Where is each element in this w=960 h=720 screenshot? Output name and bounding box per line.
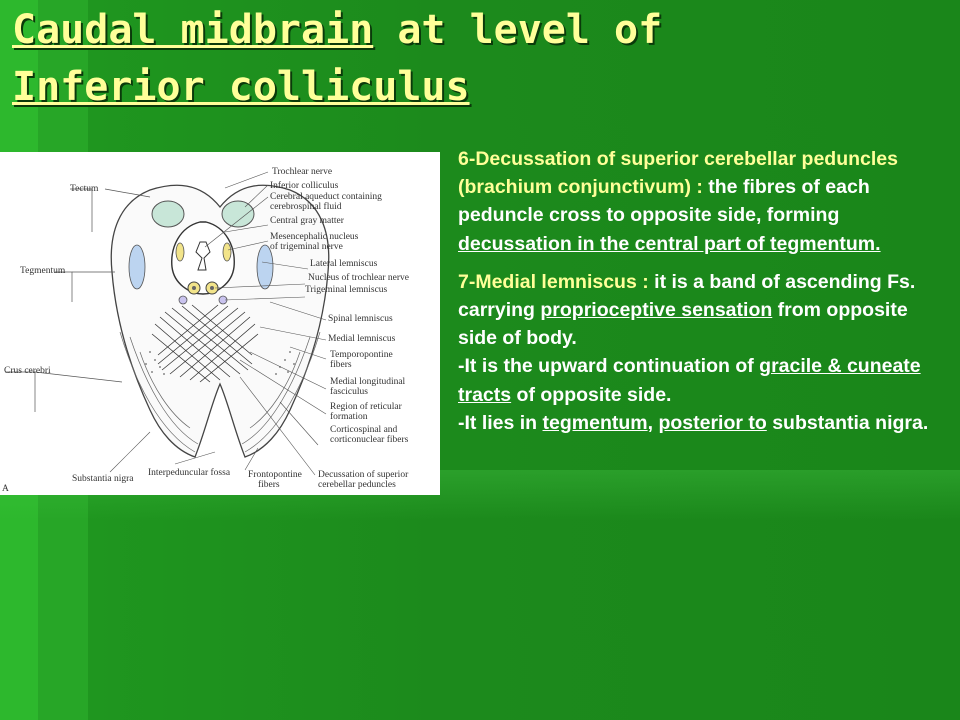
label-reticular-region: Region of reticular [330, 402, 402, 412]
label-cerebrospinal-fluid: cerebrospinal fluid [270, 202, 342, 212]
label-corticonuclear: corticonuclear fibers [330, 435, 409, 445]
label-temporopontine-fibers: fibers [330, 360, 352, 370]
para7-posterior: posterior to [658, 411, 767, 434]
label-trigeminal-lemniscus: Trigeminal lemniscus [305, 285, 388, 295]
label-corticospinal: Corticospinal and [330, 425, 398, 435]
label-tectum: Tectum [70, 184, 99, 194]
label-central-gray-matter: Central gray matter [270, 216, 344, 226]
title-underlined-part: Caudal midbrain [12, 7, 374, 53]
label-tegmentum: Tegmentum [20, 266, 66, 276]
para7-lies-in: -It lies in [458, 411, 543, 434]
para6-heading: 6-Decussation of superior cerebellar ped… [458, 148, 898, 199]
figure-panel-letter: A [2, 484, 9, 494]
title-plain-part: at level of [373, 7, 663, 53]
paragraph-7: 7-Medial lemniscus : it is a band of asc… [458, 268, 950, 437]
label-formation: formation [330, 412, 368, 422]
label-crus-cerebri: Crus cerebri [4, 366, 51, 376]
para7-body-1: it is a band of ascending Fs. carrying [458, 270, 916, 322]
label-trochlear-nerve: Trochlear nerve [272, 167, 333, 177]
midbrain-diagram: Trochlear nerve Inferior colliculus Cere… [0, 152, 440, 495]
label-interpeduncular-fossa: Interpeduncular fossa [148, 468, 231, 478]
label-medial-lemniscus: Medial lemniscus [328, 334, 396, 344]
para7-substantia: substantia nigra. [766, 411, 929, 434]
label-temporopontine: Temporopontine [330, 350, 393, 360]
label-cerebellar-peduncles: cerebellar peduncles [318, 480, 396, 490]
label-frontopontine-fibers: fibers [258, 480, 280, 490]
para7-proprioceptive: proprioceptive sensation [540, 299, 773, 322]
para7-body-3: of opposite side. [511, 383, 672, 406]
label-substantia-nigra: Substantia nigra [72, 474, 134, 484]
label-frontopontine: Frontopontine [248, 470, 302, 480]
label-decussation: Decussation of superior [318, 470, 409, 480]
para6-underlined: decussation in the central part of tegme… [458, 232, 881, 255]
para7-tegmentum: tegmentum [542, 411, 648, 434]
label-lateral-lemniscus: Lateral lemniscus [310, 259, 378, 269]
midbrain-section-drawing [5, 171, 330, 476]
label-cerebral-aqueduct: Cerebral aqueduct containing [270, 192, 382, 202]
text-column: 6-Decussation of superior cerebellar ped… [458, 145, 950, 437]
para7-tracts: gracile & cuneate tracts [458, 355, 921, 406]
para6-body: the fibres of each peduncle cross to opp… [458, 176, 870, 227]
slide-title: Caudal midbrain at level of Inferior col… [12, 2, 912, 116]
para7-heading: 7-Medial lemniscus : [458, 270, 649, 293]
label-trigeminal-nerve: of trigeminal nerve [270, 242, 343, 252]
label-spinal-lemniscus: Spinal lemniscus [328, 314, 393, 324]
label-mesencephalic-nucleus: Mesencephalic nucleus [270, 232, 359, 242]
para7-continuation: -It is the upward continuation of [458, 355, 760, 378]
paragraph-6: 6-Decussation of superior cerebellar ped… [458, 145, 950, 258]
label-medial-longitudinal: Medial longitudinal [330, 377, 406, 387]
label-fasciculus: fasciculus [330, 387, 368, 397]
para7-body-2: from opposite side of body. [458, 299, 908, 350]
title-second-line: Inferior colliculus [12, 64, 470, 110]
label-nucleus-trochlear: Nucleus of trochlear nerve [308, 273, 410, 283]
label-inferior-colliculus: Inferior colliculus [270, 181, 339, 191]
para7-comma: , [647, 411, 659, 434]
